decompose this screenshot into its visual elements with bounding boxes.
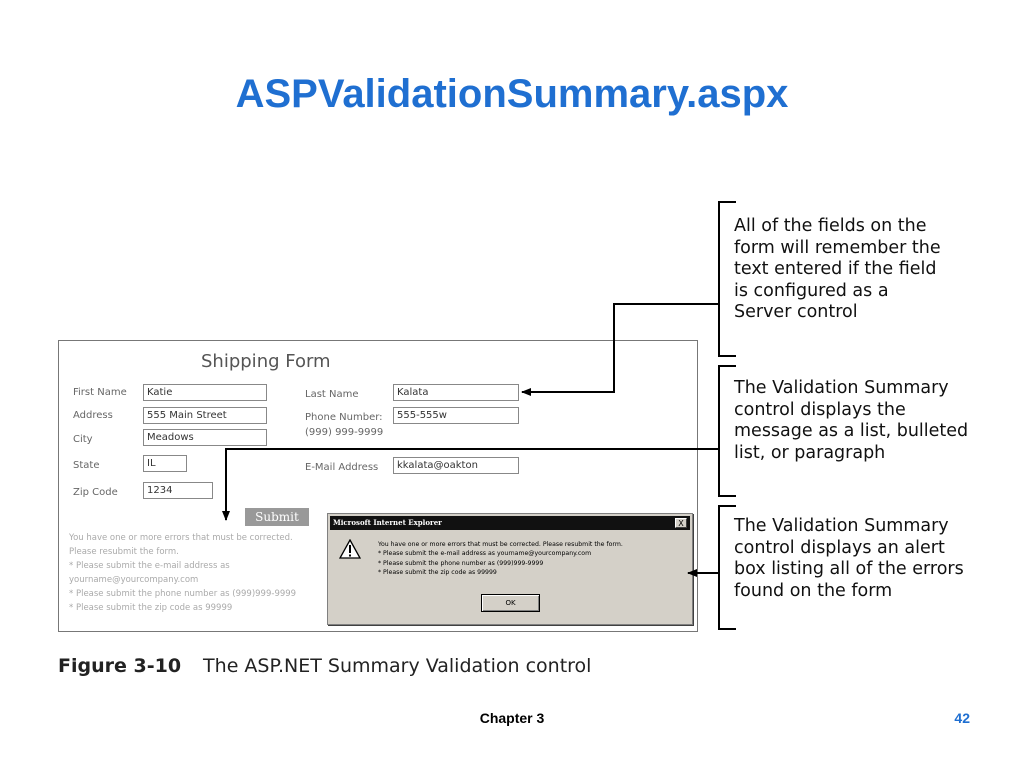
callout-note-2: The Validation Summary control displays …	[734, 378, 968, 464]
phone-format-label: (999) 999-9999	[305, 427, 384, 438]
dialog-message-line: * Please submit the e-mail address as yo…	[378, 550, 592, 558]
phone-label: Phone Number:	[305, 412, 383, 423]
note-line: list, or paragraph	[734, 442, 886, 463]
zip-label: Zip Code	[73, 487, 118, 498]
callout-note-3: The Validation Summary control displays …	[734, 516, 964, 602]
note-line: is configured as a	[734, 280, 889, 301]
dialog-message-line: * Please submit the zip code as 99999	[378, 568, 497, 576]
city-label: City	[73, 434, 93, 445]
city-input[interactable]: Meadows	[143, 429, 267, 446]
phone-input[interactable]: 555-555w	[393, 407, 519, 424]
state-label: State	[73, 460, 100, 471]
note-line: control displays the	[734, 399, 906, 420]
summary-line: * Please submit the phone number as (999…	[69, 589, 297, 599]
page-number: 42	[954, 710, 970, 726]
email-label: E-Mail Address	[305, 462, 379, 473]
dialog-title: Microsoft Internet Explorer	[333, 518, 442, 527]
note-line: form will remember the	[734, 237, 941, 258]
note-line: text entered if the field	[734, 259, 937, 279]
figure-caption: Figure 3-10 The ASP.NET Summary Validatio…	[58, 655, 591, 677]
summary-line: You have one or more errors that must be…	[69, 533, 293, 543]
first-name-label: First Name	[73, 387, 127, 398]
first-name-input[interactable]: Katie	[143, 384, 267, 401]
note-line: found on the form	[734, 580, 893, 601]
warning-icon	[339, 539, 361, 559]
footer-chapter: Chapter 3	[479, 710, 545, 726]
dialog-titlebar: Microsoft Internet Explorer X	[330, 516, 690, 530]
address-label: Address	[73, 410, 113, 421]
figure-number: Figure 3-10	[58, 655, 182, 677]
note-line: The Validation Summary	[734, 516, 949, 536]
close-icon[interactable]: X	[675, 518, 687, 528]
callout-note-1: All of the fields on the form will remem…	[734, 216, 941, 324]
summary-line: Please resubmit the form.	[69, 547, 179, 557]
note-line: The Validation Summary	[734, 378, 949, 398]
address-input[interactable]: 555 Main Street	[143, 407, 267, 424]
note-line: box listing all of the errors	[734, 559, 964, 579]
zip-input[interactable]: 1234	[143, 482, 213, 499]
ok-button[interactable]: OK	[481, 594, 540, 612]
note-line: message as a list, bulleted	[734, 421, 969, 441]
state-input[interactable]: IL	[143, 455, 187, 472]
email-input[interactable]: kkalata@oakton	[393, 457, 519, 474]
summary-line: * Please submit the e-mail address as	[69, 561, 230, 571]
summary-line: * Please submit the zip code as 99999	[69, 603, 233, 613]
slide-title: ASPValidationSummary.aspx	[235, 72, 789, 116]
note-line: control displays an alert	[734, 537, 945, 558]
figure-caption-text: The ASP.NET Summary Validation control	[203, 655, 592, 677]
dialog-message: You have one or more errors that must be…	[378, 540, 690, 577]
submit-button[interactable]: Submit	[245, 508, 309, 526]
summary-line: yourname@yourcompany.com	[69, 575, 199, 585]
note-line: All of the fields on the	[734, 216, 927, 236]
alert-dialog: Microsoft Internet Explorer X You have o…	[327, 513, 693, 625]
last-name-label: Last Name	[305, 389, 359, 400]
note-line: Server control	[734, 302, 858, 322]
last-name-input[interactable]: Kalata	[393, 384, 519, 401]
form-title: Shipping Form	[201, 351, 331, 372]
validation-summary: You have one or more errors that must be…	[69, 531, 339, 615]
dialog-message-line: * Please submit the phone number as (999…	[378, 559, 544, 567]
dialog-message-line: You have one or more errors that must be…	[378, 541, 623, 548]
